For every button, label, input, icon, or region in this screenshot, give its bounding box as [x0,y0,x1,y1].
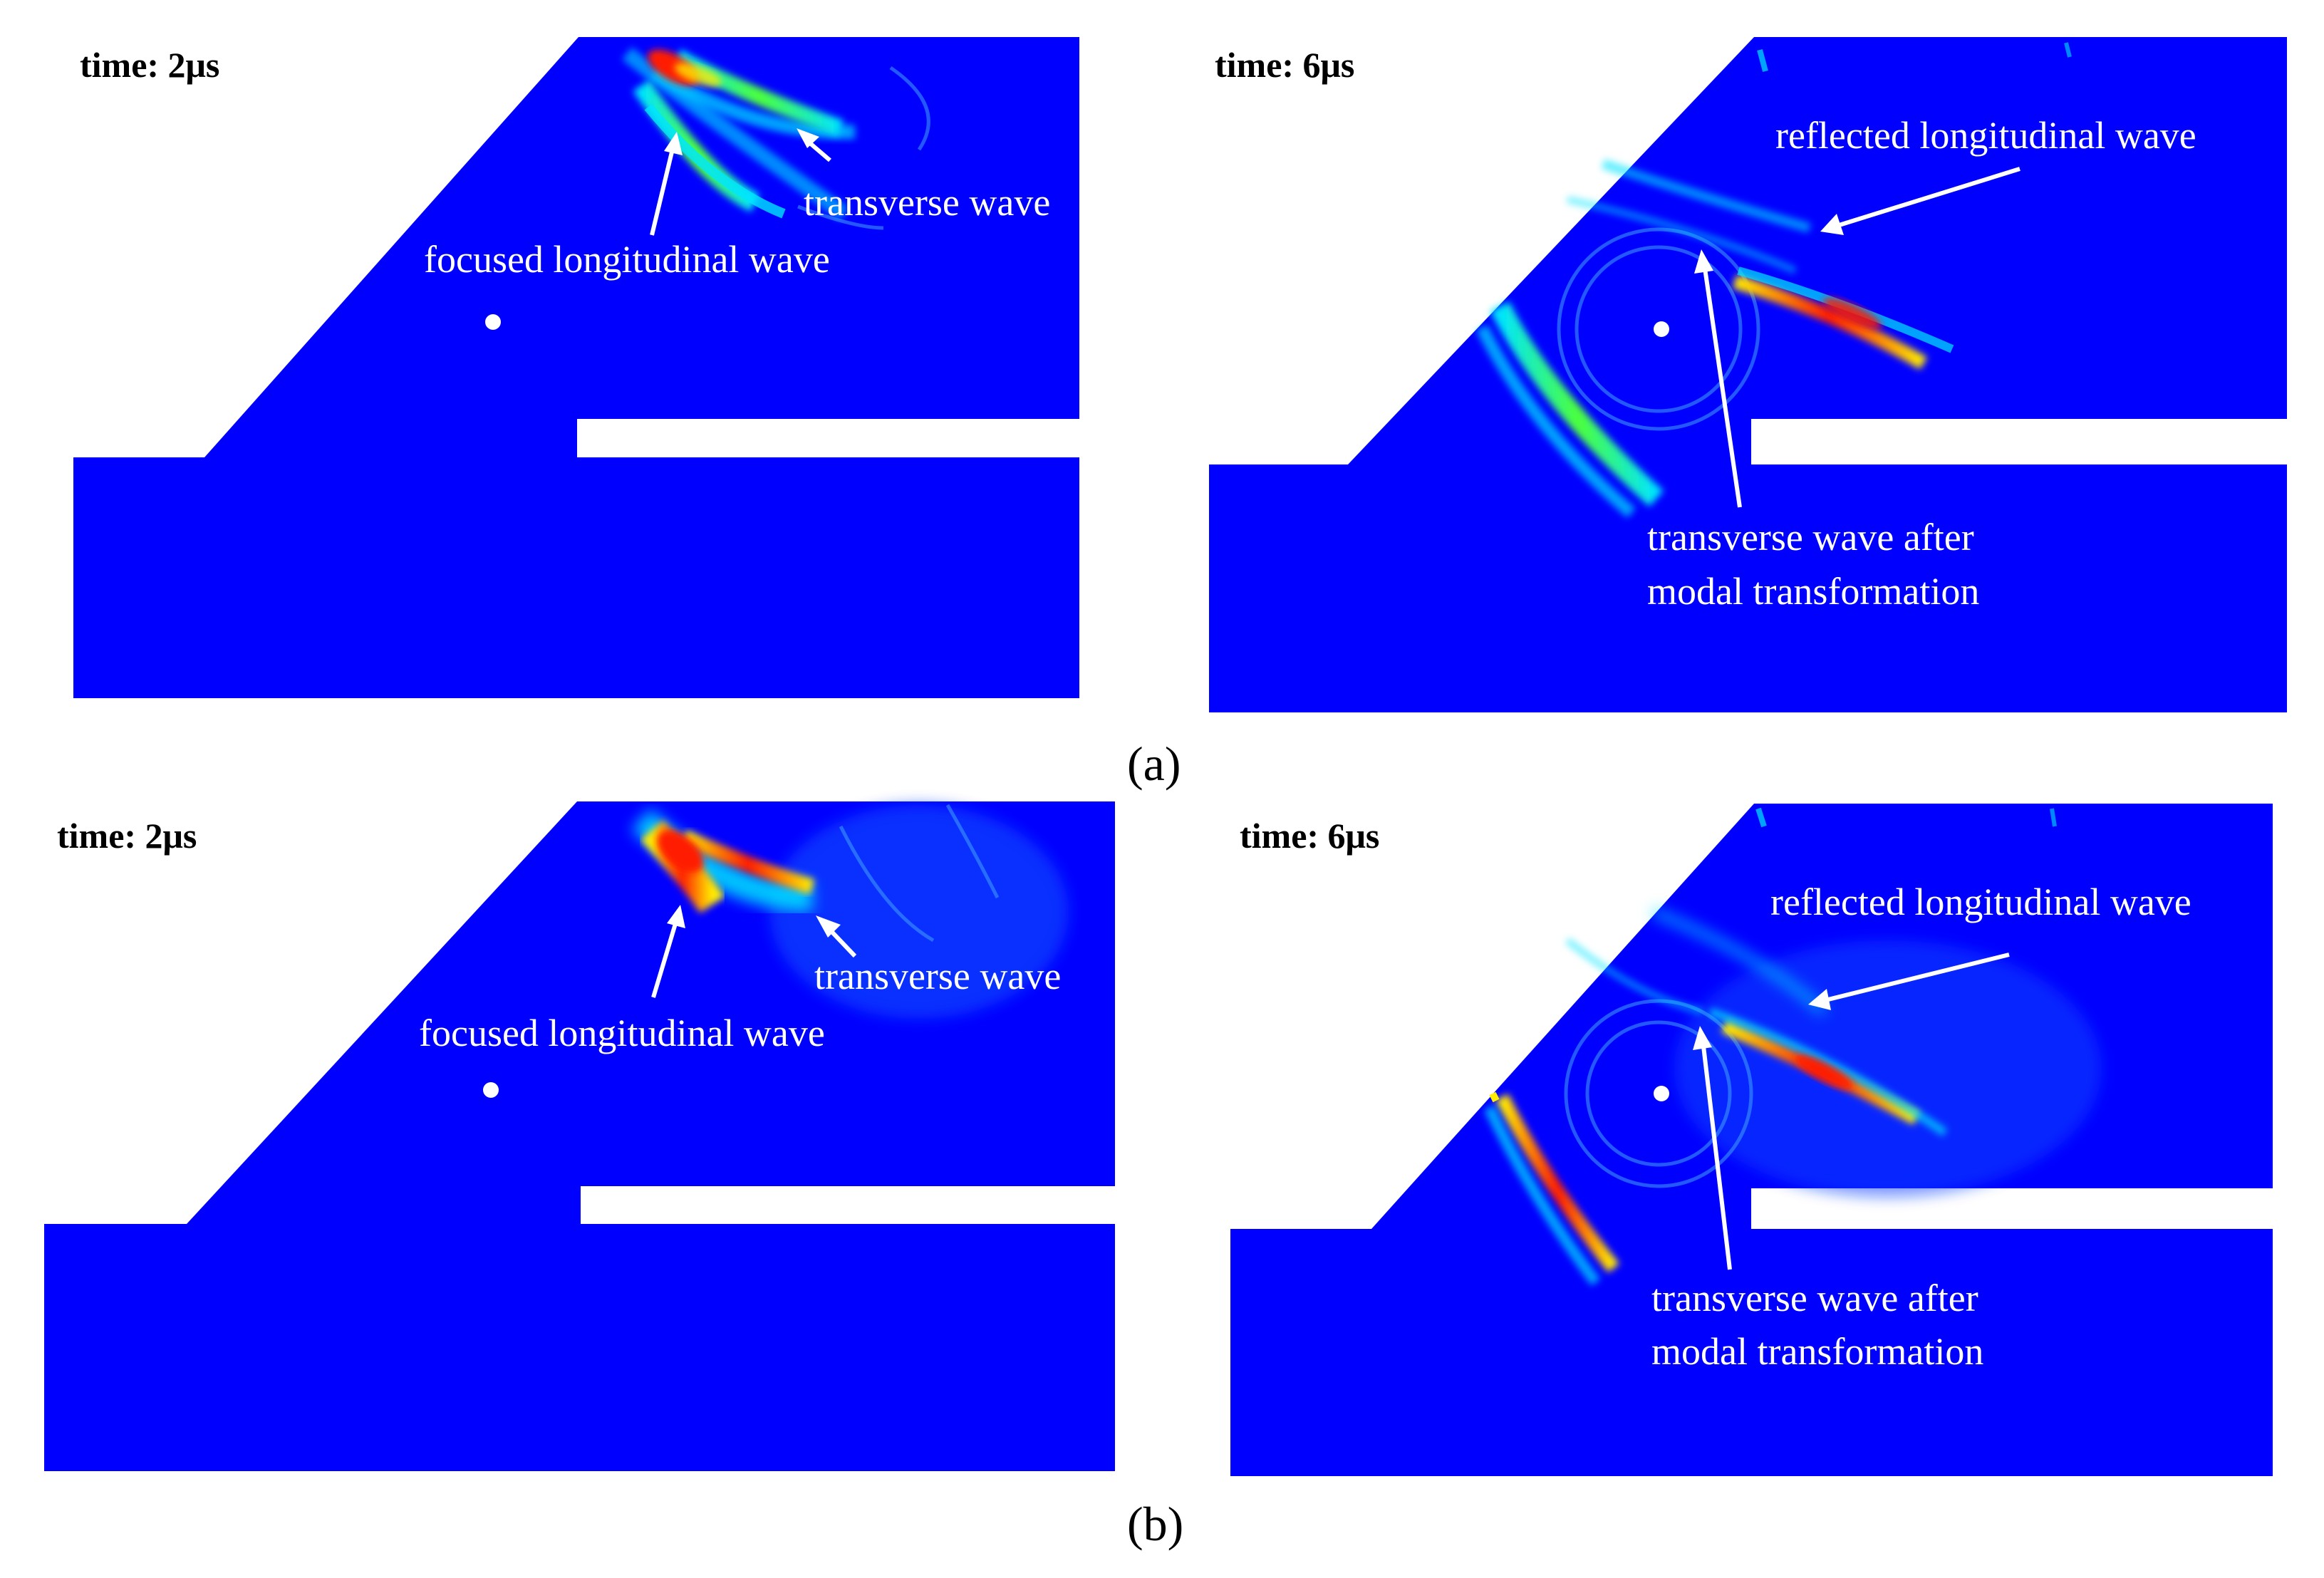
annotation-transverse-wave: transverse wave [814,955,1061,997]
arrow-reflected [1820,167,2020,235]
annotation-transformed-line1: transverse wave after [1651,1277,1978,1319]
annotation-focused-longitudinal: focused longitudinal wave [419,1012,825,1054]
panel-a-left: time: 2μs transverse wave focused longit… [73,37,1079,698]
wave-field [631,804,1069,1019]
panel-a-right: time: 6μs reflected longitudinal wave tr… [1209,37,2287,712]
annotation-transformed-line1: transverse wave after [1647,516,1974,559]
specimen-domain [73,37,1079,698]
arrow-focused [651,905,685,998]
annotation-focused-longitudinal: focused longitudinal wave [424,238,830,281]
defect-hole [483,1082,499,1098]
subfigure-label-a: (a) [1127,737,1181,791]
panel-b-left: time: 2μs transverse wave focused longit… [44,801,1115,1471]
arrow-reflected [1808,952,2010,1010]
time-label: time: 6μs [1240,816,1379,856]
time-label: time: 6μs [1215,45,1354,85]
wave-field [1475,42,2072,518]
defect-hole [1654,321,1669,337]
defect-hole [1654,1086,1669,1101]
time-label: time: 2μs [80,45,219,85]
annotation-reflected-longitudinal: reflected longitudinal wave [1775,114,2196,157]
subfigure-label-b: (b) [1127,1497,1183,1551]
wave-field [622,47,930,230]
arrow-focused [650,132,683,236]
arrow-transverse [816,915,857,958]
arrow-transformed [1693,1026,1732,1270]
panel-b-right: time: 6μs reflected longitudinal wave tr… [1230,804,2273,1476]
defect-hole [485,314,501,330]
arrow-transformed [1694,249,1742,508]
wave-field [1483,807,2102,1286]
annotation-transformed-line2: modal transformation [1651,1330,1983,1373]
annotation-transverse-wave: transverse wave [804,181,1050,224]
arrow-transverse [797,128,831,162]
annotation-reflected-longitudinal: reflected longitudinal wave [1770,881,2191,923]
annotation-transformed-line2: modal transformation [1647,570,1979,613]
time-label: time: 2μs [57,816,197,856]
